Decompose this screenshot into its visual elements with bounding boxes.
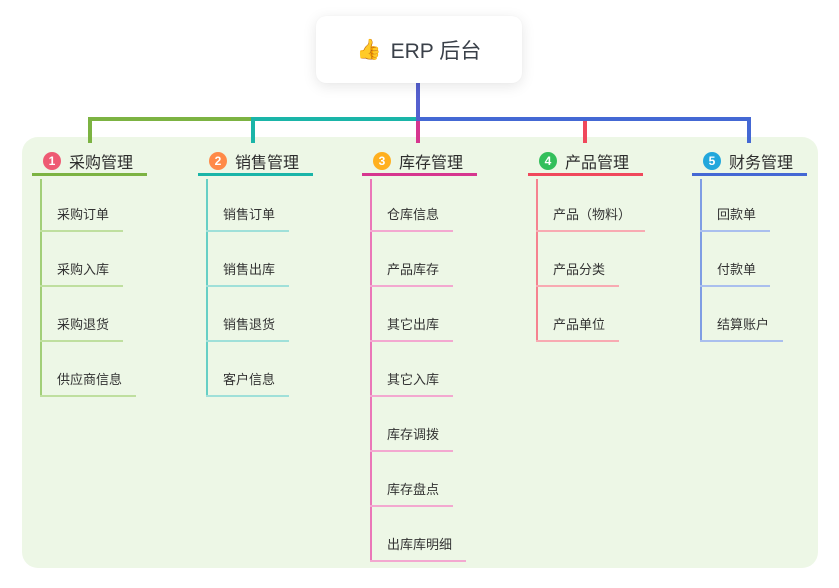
node-sales-return[interactable]: 销售退货: [206, 314, 290, 342]
node-product-unit[interactable]: 产品单位: [536, 314, 620, 342]
connector-drop-branch-4: [583, 121, 587, 143]
node-receipt-slip[interactable]: 回款单: [700, 204, 771, 232]
node-stock-taking[interactable]: 库存盘点: [370, 479, 454, 507]
branch-header-sales[interactable]: 2 销售管理: [198, 148, 313, 176]
node-warehouse-info[interactable]: 仓库信息: [370, 204, 454, 232]
node-purchase-order[interactable]: 采购订单: [40, 204, 124, 232]
connector-horizontal-branch-1: [88, 117, 253, 121]
branch-purchase-management: 1 采购管理 采购订单 采购入库 采购退货 供应商信息: [32, 148, 202, 397]
node-stock-transfer[interactable]: 库存调拨: [370, 424, 454, 452]
node-other-outbound[interactable]: 其它出库: [370, 314, 454, 342]
branch-header-purchase[interactable]: 1 采购管理: [32, 148, 147, 176]
root-node-label: ERP 后台: [390, 39, 482, 63]
branch-product-management: 4 产品管理 产品（物料） 产品分类 产品单位: [528, 148, 698, 342]
branch-trunk-line: [700, 179, 702, 342]
branch-header-finance[interactable]: 5 财务管理: [692, 148, 807, 176]
node-product-stock[interactable]: 产品库存: [370, 259, 454, 287]
branch-label: 库存管理: [399, 154, 464, 172]
connector-root-vertical: [416, 83, 420, 121]
connector-drop-branch-3: [416, 121, 420, 143]
node-supplier-info[interactable]: 供应商信息: [40, 369, 137, 397]
branch-label: 产品管理: [565, 154, 630, 172]
branch-sales-management: 2 销售管理 销售订单 销售出库 销售退货 客户信息: [198, 148, 368, 397]
node-settlement-account[interactable]: 结算账户: [700, 314, 784, 342]
connector-horizontal-branch-2: [251, 117, 420, 121]
branch-trunk-line: [206, 179, 208, 397]
node-product-category[interactable]: 产品分类: [536, 259, 620, 287]
branch-trunk-line: [536, 179, 538, 342]
branch-label: 采购管理: [69, 154, 134, 172]
connector-horizontal-branch-5: [416, 117, 751, 121]
thumbs-up-icon: 👍: [356, 39, 382, 61]
branch-inventory-management: 3 库存管理 仓库信息 产品库存 其它出库 其它入库 库存调拨 库存盘点 出库库…: [362, 148, 532, 562]
node-purchase-inbound[interactable]: 采购入库: [40, 259, 124, 287]
branch-label: 销售管理: [235, 154, 300, 172]
node-customer-info[interactable]: 客户信息: [206, 369, 290, 397]
node-sales-outbound[interactable]: 销售出库: [206, 259, 290, 287]
branch-number-badge: 2: [209, 151, 227, 170]
branches-panel: [22, 137, 818, 568]
branch-trunk-line: [40, 179, 42, 397]
connector-drop-branch-5: [747, 117, 751, 143]
branch-number-badge: 4: [539, 151, 557, 170]
node-sales-order[interactable]: 销售订单: [206, 204, 290, 232]
connector-drop-branch-1: [88, 117, 92, 143]
branch-trunk-line: [370, 179, 372, 562]
node-purchase-return[interactable]: 采购退货: [40, 314, 124, 342]
branch-number-badge: 1: [43, 151, 61, 170]
node-other-inbound[interactable]: 其它入库: [370, 369, 454, 397]
branch-header-inventory[interactable]: 3 库存管理: [362, 148, 477, 176]
branch-finance-management: 5 财务管理 回款单 付款单 结算账户: [692, 148, 839, 342]
node-product-material[interactable]: 产品（物料）: [536, 204, 646, 232]
branch-number-badge: 5: [703, 151, 721, 170]
node-payment-slip[interactable]: 付款单: [700, 259, 771, 287]
branch-number-badge: 3: [373, 151, 391, 170]
branch-label: 财务管理: [729, 154, 794, 172]
connector-drop-branch-2: [251, 117, 255, 143]
node-outbound-detail[interactable]: 出库库明细: [370, 534, 467, 562]
branch-header-product[interactable]: 4 产品管理: [528, 148, 643, 176]
root-node-erp-backend[interactable]: 👍 ERP 后台: [316, 16, 522, 83]
